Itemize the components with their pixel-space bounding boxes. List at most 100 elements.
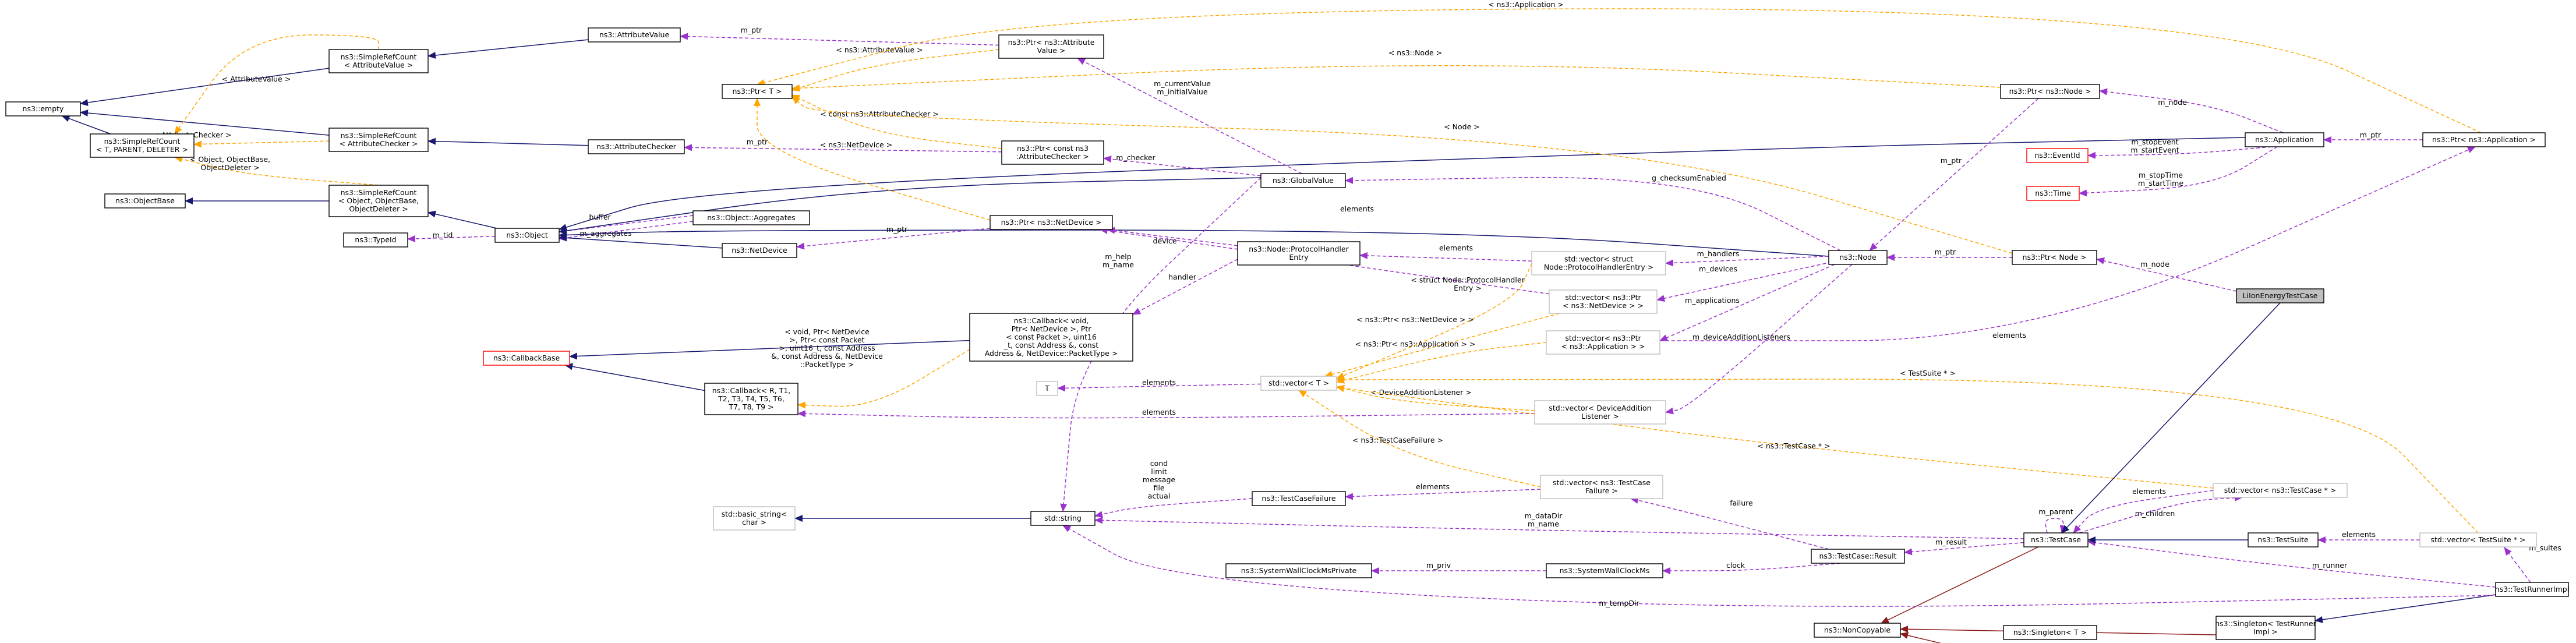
- class-node-testcasefailure[interactable]: ns3::TestCaseFailure: [1252, 491, 1346, 506]
- class-node-t_box[interactable]: T: [1036, 381, 1058, 396]
- class-node-systemwallclockmsprivate[interactable]: ns3::SystemWallClockMsPrivate: [1225, 563, 1372, 578]
- class-node-box: [1814, 623, 1901, 638]
- class-node-singleton_t[interactable]: ns3::Singleton< T >: [2003, 625, 2097, 640]
- class-node-label-line: ns3::TestCase::Result: [1819, 552, 1896, 560]
- class-node-label-line: ns3::SimpleRefCount: [341, 131, 417, 140]
- edge-label: clock: [1726, 561, 1745, 570]
- class-node-testcase_result[interactable]: ns3::TestCase::Result: [1811, 549, 1905, 564]
- class-node-testcase[interactable]: ns3::TestCase: [2023, 532, 2089, 547]
- edge-private-singleton_t-to-noncopyable: [1900, 632, 1942, 643]
- class-node-globalvalue[interactable]: ns3::GlobalValue: [1260, 173, 1346, 188]
- class-node-ptr_application[interactable]: ns3::Ptr< ns3::Application >: [2422, 132, 2546, 147]
- class-node-application[interactable]: ns3::Application: [2245, 132, 2324, 147]
- class-node-objectbase[interactable]: ns3::ObjectBase: [104, 193, 186, 209]
- class-node-label-line: ns3::CallbackBase: [493, 354, 560, 362]
- edge-label-line: clock: [1726, 561, 1745, 570]
- class-node-testrunnerimpl[interactable]: ns3::TestRunnerImpl: [2495, 582, 2569, 597]
- class-node-label-line: ns3::SimpleRefCount: [341, 52, 417, 61]
- class-node-label: ns3::SimpleRefCount< AttributeValue >: [341, 52, 417, 69]
- edge-label: m_handlers: [1697, 249, 1740, 258]
- class-node-attributechecker[interactable]: ns3::AttributeChecker: [588, 139, 685, 154]
- class-node-systemwallclockms[interactable]: ns3::SystemWallClockMs: [1546, 563, 1663, 578]
- edge-label: elements: [1439, 243, 1473, 252]
- class-node-ptr_node[interactable]: ns3::Ptr< Node >: [2012, 250, 2097, 265]
- class-node-vec_ptr_testcase[interactable]: std::vector< ns3::TestCase * >: [2213, 483, 2348, 498]
- class-node-label: std::vector< ns3::Ptr< ns3::Application …: [1561, 334, 1645, 351]
- edge-inherit-globalvalue-to-object: [559, 177, 1262, 235]
- class-node-basic_string[interactable]: std::basic_string<char >: [713, 506, 796, 531]
- edge-usage-testrunnerimpl-to-vec_testsuite: [2504, 547, 2531, 583]
- class-node-typeid[interactable]: ns3::TypeId: [343, 232, 408, 248]
- class-node-aggregates[interactable]: ns3::Object::Aggregates: [692, 210, 810, 225]
- edge-label-line: failure: [1730, 499, 1753, 507]
- edge-label: elements: [1416, 482, 1450, 491]
- class-node-label-line: ObjectDeleter >: [349, 204, 408, 213]
- class-node-box: [1531, 251, 1666, 275]
- class-node-label: ns3::Ptr< ns3::Application >: [2432, 135, 2536, 144]
- class-node-std_vector_t[interactable]: std::vector< T >: [1260, 376, 1337, 391]
- edge-label-line: elements: [1439, 243, 1473, 252]
- class-node-time[interactable]: ns3::Time: [2026, 186, 2080, 201]
- class-node-callback_void[interactable]: ns3::Callback< void,Ptr< NetDevice >, Pt…: [969, 313, 1133, 362]
- class-node-label-line: :AttributeChecker >: [1016, 152, 1089, 161]
- edge-label: failure: [1730, 499, 1753, 507]
- class-node-object[interactable]: ns3::Object: [494, 228, 560, 243]
- class-node-node[interactable]: ns3::Node: [1828, 250, 1888, 265]
- class-node-ptr_attrchecker[interactable]: ns3::Ptr< const ns3:AttributeChecker >: [1001, 140, 1104, 165]
- class-node-netdevice[interactable]: ns3::NetDevice: [722, 243, 797, 258]
- class-node-box: [1036, 381, 1058, 396]
- class-node-box: [2023, 532, 2089, 547]
- class-node-src_attrvalue[interactable]: ns3::SimpleRefCount< AttributeValue >: [328, 49, 429, 73]
- edge-inherit-attributechecker-to-src_attrchecker: [427, 137, 589, 146]
- edge-label-line: m_name: [1528, 520, 1559, 528]
- edge-template-ptr_node_t-to-ptr_t: [791, 65, 2001, 92]
- class-node-box: [2026, 186, 2080, 201]
- class-node-ptr_node_t[interactable]: ns3::Ptr< ns3::Node >: [2000, 84, 2100, 99]
- class-node-callback_r[interactable]: ns3::Callback< R, T1,T2, T3, T4, T5, T6,…: [704, 383, 798, 415]
- class-node-vec_ptr_netdevice[interactable]: std::vector< ns3::Ptr< ns3::NetDevice > …: [1549, 289, 1658, 314]
- edge-label-line: m_ptr: [886, 225, 908, 234]
- class-node-label-line: std::vector< ns3::Ptr: [1565, 293, 1641, 302]
- class-node-testsuite[interactable]: ns3::TestSuite: [2248, 532, 2319, 547]
- class-node-box: [969, 313, 1133, 362]
- class-node-label-line: T7, T8, T9 >: [728, 402, 773, 411]
- class-node-label: ns3::SimpleRefCount< Object, ObjectBase,…: [338, 188, 419, 213]
- class-node-label: ns3::SimpleRefCount< AttributeChecker >: [340, 131, 418, 148]
- edge-label-line: m_startEvent: [2130, 146, 2179, 154]
- class-node-label-line: < const Packet >, uint16: [1006, 333, 1097, 341]
- class-node-eventid[interactable]: ns3::EventId: [2026, 148, 2089, 163]
- edge-label-line: < void, Ptr< NetDevice: [785, 327, 870, 336]
- class-node-vec_ptr_application[interactable]: std::vector< ns3::Ptr< ns3::Application …: [1546, 330, 1660, 355]
- class-node-src_object[interactable]: ns3::SimpleRefCount< Object, ObjectBase,…: [328, 185, 429, 217]
- class-node-ptr_t[interactable]: ns3::Ptr< T >: [722, 84, 793, 99]
- class-node-ptr_netdevice[interactable]: ns3::Ptr< ns3::NetDevice >: [990, 215, 1113, 230]
- class-node-box: [1546, 563, 1663, 578]
- edge-label-line: < ns3::Node >: [1388, 48, 1442, 57]
- class-node-box: [483, 351, 570, 366]
- class-node-simplerefcount_t[interactable]: ns3::SimpleRefCount< T, PARENT, DELETER …: [90, 133, 195, 158]
- class-node-empty[interactable]: ns3::empty: [5, 101, 81, 116]
- class-node-noncopyable[interactable]: ns3::NonCopyable: [1814, 623, 1901, 638]
- edge-label-line: m_initialValue: [1157, 87, 1207, 96]
- edge-usage-vec_ptr_application-to-ptr_application: [1660, 146, 2476, 341]
- class-node-lionenergy[interactable]: LiIonEnergyTestCase: [2236, 288, 2324, 303]
- edge-label-line: < ns3::AttributeValue >: [836, 45, 923, 54]
- class-node-src_attrchecker[interactable]: ns3::SimpleRefCount< AttributeChecker >: [328, 128, 429, 152]
- class-node-label: ns3::Object: [506, 231, 548, 239]
- class-node-label-line: ns3::empty: [23, 104, 65, 113]
- class-node-attributevalue[interactable]: ns3::AttributeValue: [588, 27, 681, 43]
- class-node-callbackbase[interactable]: ns3::CallbackBase: [483, 351, 570, 366]
- class-node-label: LiIonEnergyTestCase: [2243, 291, 2318, 300]
- class-node-vec_testsuite[interactable]: std::vector< TestSuite * >: [2419, 532, 2537, 547]
- edge-label: elements: [1992, 331, 2026, 340]
- class-node-std_string[interactable]: std::string: [1030, 511, 1096, 526]
- edge-label-line: < const ns3::AttributeChecker >: [820, 109, 939, 118]
- edge-label-line: m_ptr: [1935, 248, 1956, 256]
